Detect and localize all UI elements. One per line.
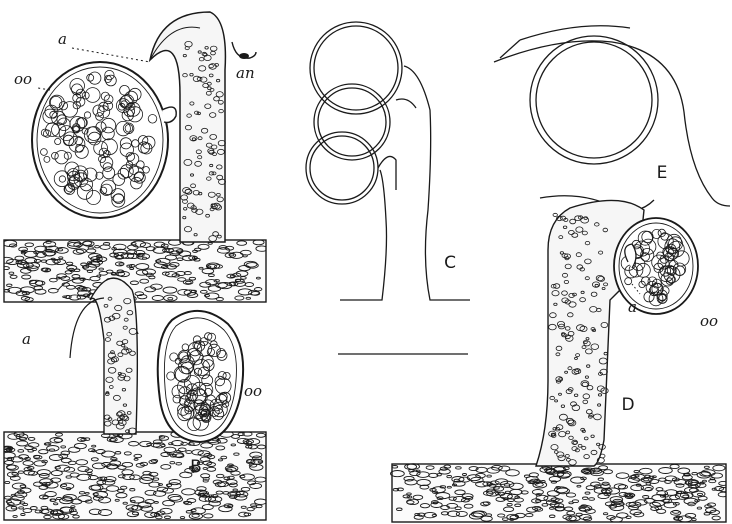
label-d-oogonium: oo xyxy=(700,312,718,330)
label-a-antheridium: a xyxy=(58,30,67,48)
panel-e-wall xyxy=(494,41,730,206)
panel-b xyxy=(1,278,267,520)
label-b-oogonium: oo xyxy=(244,382,262,400)
panel-c-cell-1 xyxy=(310,22,402,114)
panel-c-stalk xyxy=(340,170,387,300)
panel-c-letter: C xyxy=(444,253,456,273)
panel-e-oospore xyxy=(530,36,658,164)
label-d-antheridium: a xyxy=(628,298,637,316)
panel-c-cell-3 xyxy=(306,132,378,204)
panel-b-branch xyxy=(90,278,137,434)
label-b-antheridium: a xyxy=(22,330,31,348)
panel-e-letter: E xyxy=(657,163,668,183)
panel-b-letter: B xyxy=(190,457,202,477)
panel-d-letter: D xyxy=(621,395,634,415)
panel-d-oogonium xyxy=(614,218,698,314)
panel-d xyxy=(391,200,729,522)
label-a-an: an xyxy=(236,64,255,82)
panel-e xyxy=(494,26,730,211)
panel-c xyxy=(306,22,470,354)
panel-b-filament xyxy=(4,432,266,520)
cell-speckle xyxy=(553,213,557,216)
label-a-oogonium: oo xyxy=(14,70,32,88)
panel-a xyxy=(0,12,268,302)
panel-c-cell-2 xyxy=(314,84,390,160)
